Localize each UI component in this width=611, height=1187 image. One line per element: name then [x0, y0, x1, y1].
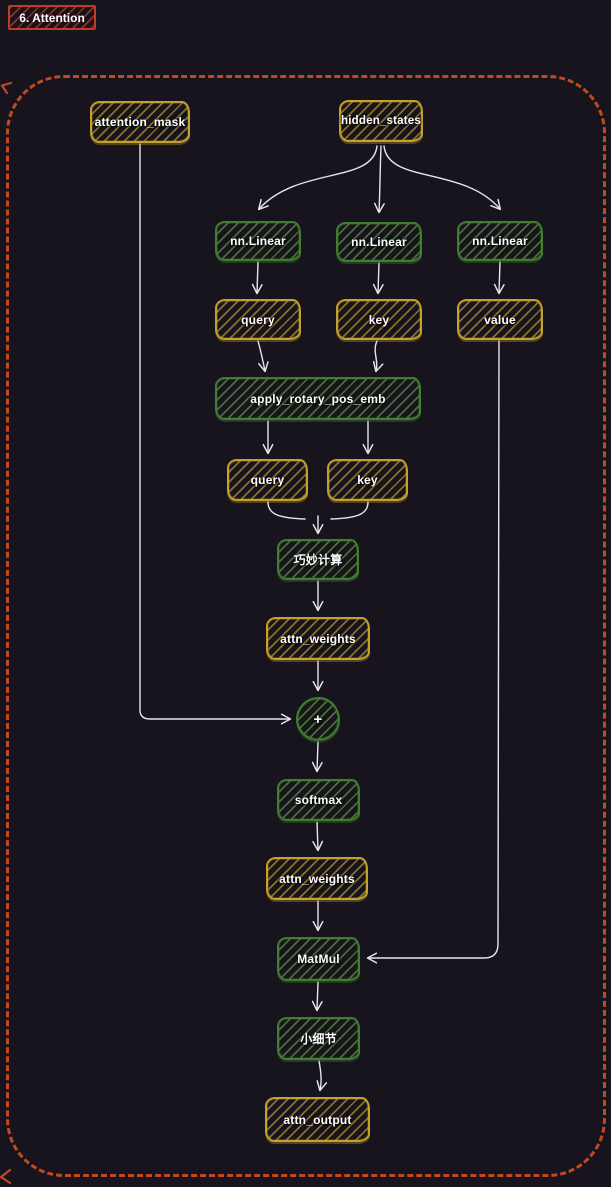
edge-key-to-rope[interactable] — [372, 340, 384, 373]
plus-icon: + — [313, 710, 323, 728]
node-matmul[interactable]: MatMul — [277, 937, 360, 981]
edge-matmul-to-small-detail[interactable] — [311, 981, 323, 1012]
node-key-1[interactable]: key — [336, 299, 422, 340]
node-label: apply_rotary_pos_emb — [250, 391, 386, 406]
node-small-detail[interactable]: 小细节 — [277, 1017, 360, 1060]
edge-hidden-states-to-linear-query[interactable] — [257, 145, 378, 211]
node-label: nn.Linear — [351, 235, 407, 249]
diagram-title: 6. Attention — [19, 10, 85, 25]
edge-query2-merge[interactable] — [267, 501, 306, 520]
edge-linear-to-key[interactable] — [372, 262, 384, 295]
node-label: hidden_states — [341, 115, 421, 127]
edge-attention-mask-to-add[interactable] — [139, 143, 292, 725]
node-label: nn.Linear — [472, 234, 528, 248]
node-query-1[interactable]: query — [215, 299, 301, 340]
edge-linear-to-query[interactable] — [251, 261, 263, 295]
node-linear-query[interactable]: nn.Linear — [215, 221, 301, 261]
node-label: MatMul — [297, 952, 340, 966]
node-label: attn_output — [283, 1112, 352, 1127]
node-label: 巧妙计算 — [293, 553, 343, 567]
edge-softmax-to-attn-weights2[interactable] — [312, 821, 324, 852]
node-clever-calculation[interactable]: 巧妙计算 — [277, 539, 359, 580]
node-label: attention_mask — [94, 115, 186, 129]
node-label: attn_weights — [280, 631, 356, 646]
node-label: nn.Linear — [230, 234, 286, 248]
edge-value-to-matmul[interactable] — [366, 340, 500, 964]
node-attn-weights-2[interactable]: attn_weights — [266, 857, 368, 900]
node-linear-value[interactable]: nn.Linear — [457, 221, 543, 261]
node-label: query — [250, 473, 285, 487]
node-apply-rotary-pos-emb[interactable]: apply_rotary_pos_emb — [215, 377, 421, 420]
node-attn-weights-1[interactable]: attn_weights — [266, 617, 370, 660]
attention-group-container[interactable] — [6, 75, 606, 1177]
diagram-title-box[interactable]: 6. Attention — [8, 5, 96, 30]
node-attn-output[interactable]: attn_output — [265, 1097, 370, 1142]
node-hidden-states[interactable]: hidden_states — [339, 100, 423, 142]
container-arrowhead-bottom-left-icon — [0, 1168, 12, 1185]
edge-hidden-states-to-linear-key[interactable] — [373, 145, 385, 214]
node-label: key — [357, 473, 378, 487]
node-label: key — [368, 312, 390, 327]
edge-hidden-states-to-linear-value[interactable] — [383, 145, 502, 211]
edge-add-to-softmax[interactable] — [311, 741, 323, 773]
edge-linear-to-value[interactable] — [493, 261, 505, 295]
node-key-2[interactable]: key — [327, 459, 408, 501]
node-add-operator[interactable]: + — [296, 697, 340, 741]
edge-query-to-rope[interactable] — [257, 340, 269, 373]
node-label: attn_weights — [279, 871, 355, 886]
container-arrowhead-top-left-icon — [0, 81, 13, 95]
node-label: 小细节 — [300, 1032, 337, 1046]
node-linear-key[interactable]: nn.Linear — [336, 222, 422, 262]
node-attention-mask[interactable]: attention_mask — [90, 101, 190, 143]
node-label: value — [484, 312, 516, 327]
edge-key2-merge[interactable] — [330, 501, 369, 520]
node-value[interactable]: value — [457, 299, 543, 340]
node-softmax[interactable]: softmax — [277, 779, 360, 821]
node-label: query — [241, 312, 275, 327]
node-label: softmax — [294, 793, 343, 807]
edge-small-detail-to-output[interactable] — [316, 1060, 328, 1092]
node-query-2[interactable]: query — [227, 459, 308, 501]
